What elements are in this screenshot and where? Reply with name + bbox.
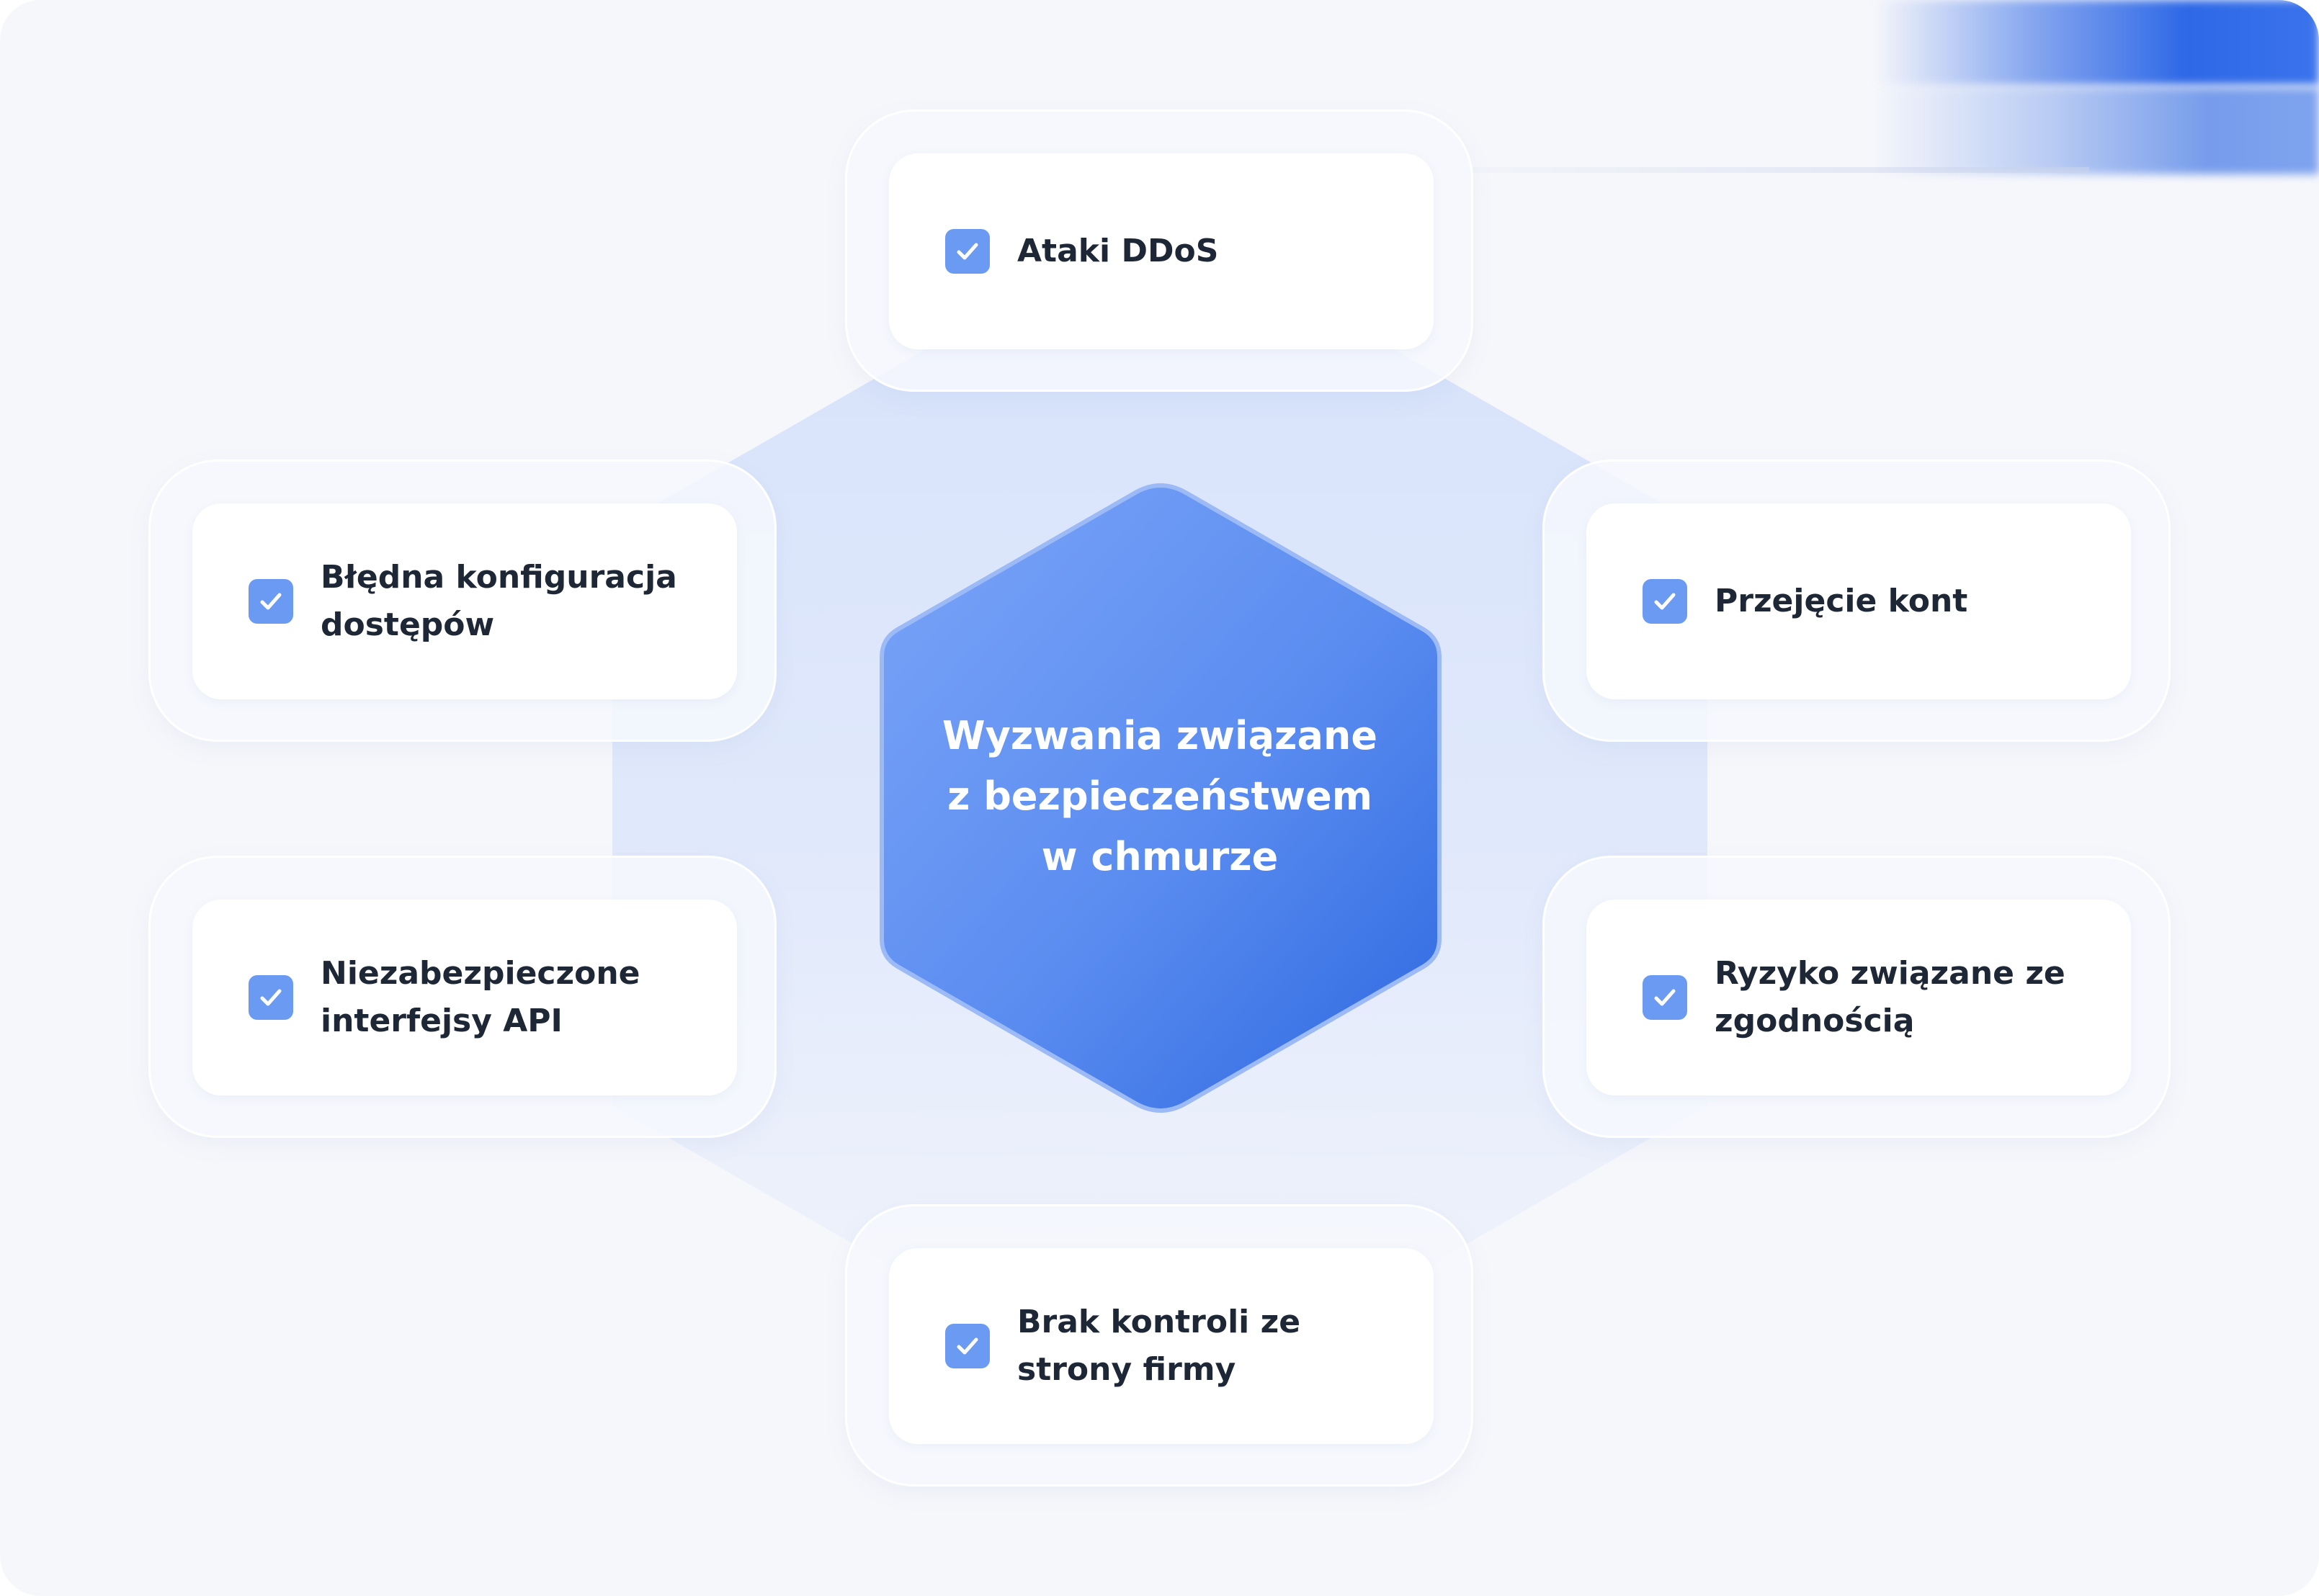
checkbox-checked-icon (945, 229, 990, 274)
item-label: Ryzyko związane ze zgodnością (1715, 950, 2065, 1045)
item-label-line: interfejsy API (321, 1003, 563, 1039)
item-card-insecure-api: Niezabezpieczone interfejsy API (148, 856, 777, 1138)
item-card-account-takeover: Przejęcie kont (1542, 459, 2171, 742)
item-label-line: Ataki DDoS (1017, 233, 1219, 269)
item-label: Niezabezpieczone interfejsy API (321, 950, 640, 1045)
item-card-inner: Ataki DDoS (889, 153, 1434, 349)
item-card-inner: Brak kontroli ze strony firmy (889, 1248, 1434, 1444)
checkbox-checked-icon (1643, 579, 1687, 624)
item-card-no-control: Brak kontroli ze strony firmy (845, 1204, 1473, 1487)
item-card-inner: Ryzyko związane ze zgodnością (1586, 900, 2131, 1095)
item-card-inner: Błędna konfiguracja dostępów (192, 503, 737, 699)
item-label-line: Brak kontroli ze (1017, 1304, 1301, 1340)
item-card-compliance: Ryzyko związane ze zgodnością (1542, 856, 2171, 1138)
center-title: Wyzwania związane z bezpieczeństwem w ch… (886, 706, 1434, 887)
item-label-line: dostępów (321, 606, 495, 643)
item-label-line: strony firmy (1017, 1351, 1236, 1388)
checkbox-checked-icon (249, 579, 293, 624)
item-label-line: Ryzyko związane ze (1715, 955, 2065, 992)
center-hexagon (880, 479, 1442, 1113)
center-title-line: z bezpieczeństwem (947, 774, 1372, 819)
center-title-line: Wyzwania związane (942, 713, 1377, 758)
checkbox-checked-icon (1643, 975, 1687, 1020)
item-label-line: Niezabezpieczone (321, 955, 640, 992)
item-card-misconfig: Błędna konfiguracja dostępów (148, 459, 777, 742)
item-label: Przejęcie kont (1715, 578, 1967, 625)
item-card-ddos: Ataki DDoS (845, 109, 1473, 392)
item-label-line: Przejęcie kont (1715, 583, 1968, 619)
item-label: Brak kontroli ze strony firmy (1017, 1299, 1300, 1394)
item-label-line: Błędna konfiguracja (321, 559, 677, 596)
item-label: Ataki DDoS (1017, 228, 1218, 275)
item-card-inner: Przejęcie kont (1586, 503, 2131, 699)
checkbox-checked-icon (945, 1324, 990, 1368)
item-label-line: zgodnością (1715, 1003, 1915, 1039)
checkbox-checked-icon (249, 975, 293, 1020)
center-title-line: w chmurze (1041, 834, 1279, 879)
item-card-inner: Niezabezpieczone interfejsy API (192, 900, 737, 1095)
item-label: Błędna konfiguracja dostępów (321, 554, 677, 649)
